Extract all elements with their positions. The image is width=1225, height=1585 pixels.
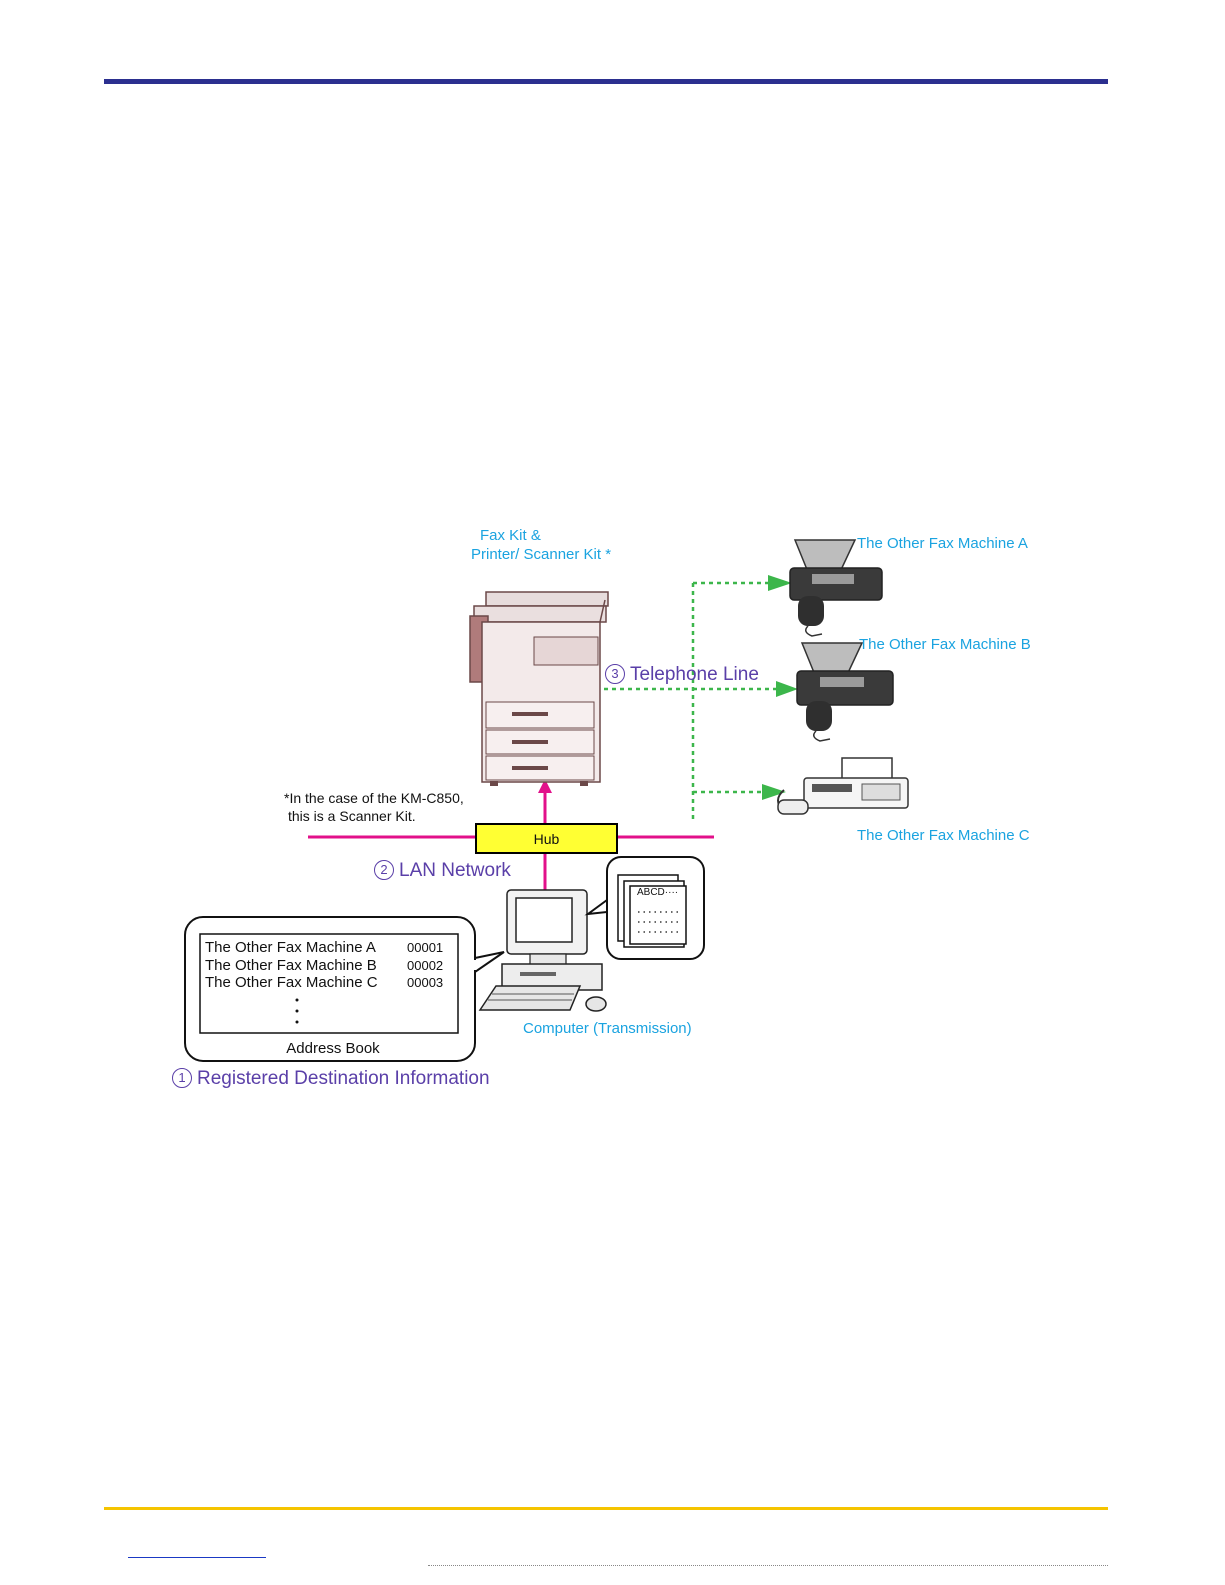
- footnote-line2: this is a Scanner Kit.: [288, 808, 416, 824]
- arrow-fax-b: [776, 681, 798, 697]
- computer-illustration: [478, 889, 607, 1012]
- header-rule: [104, 79, 1108, 84]
- mfp-label-line2: Printer/ Scanner Kit *: [471, 546, 612, 563]
- step3-text: Telephone Line: [630, 664, 759, 685]
- address-entry-number: 00001: [407, 940, 444, 955]
- step1-number: 1: [172, 1068, 192, 1088]
- computer-label: Computer (Transmission): [523, 1020, 692, 1037]
- address-entry-name: The Other Fax Machine C: [205, 974, 378, 991]
- fax-b-label: The Other Fax Machine B: [859, 636, 1031, 653]
- step2-text: LAN Network: [399, 860, 511, 881]
- address-book-table: [199, 933, 459, 1034]
- hub-label: Hub: [533, 831, 560, 847]
- step3-number: 3: [605, 664, 625, 684]
- address-entry-number: 00002: [407, 958, 444, 973]
- mfp-illustration: [469, 591, 609, 786]
- telephone-line: [604, 581, 776, 820]
- footnote-line1: *In the case of the KM-C850,: [284, 790, 464, 806]
- footer-rule: [104, 1507, 1108, 1510]
- fax-machine-a-illustration: [789, 539, 883, 637]
- footer-link-underline[interactable]: [128, 1557, 266, 1558]
- address-entry-name: The Other Fax Machine A: [205, 939, 376, 956]
- step1-text: Registered Destination Information: [197, 1068, 490, 1089]
- arrow-fax-a: [768, 575, 792, 591]
- document-text: ABCD····: [637, 887, 679, 898]
- hub-to-mfp-arrowhead: [538, 779, 552, 793]
- address-book-title: Address Book: [286, 1040, 380, 1057]
- fax-c-label: The Other Fax Machine C: [857, 827, 1030, 844]
- fax-machine-b-illustration: [796, 642, 894, 742]
- fax-machine-c-illustration: [777, 757, 909, 815]
- address-entry-number: 00003: [407, 975, 444, 990]
- hub-box: [475, 823, 618, 854]
- arrow-fax-c: [762, 784, 786, 800]
- address-entry-name: The Other Fax Machine B: [205, 957, 377, 974]
- footer-dotted-line: [428, 1565, 1108, 1566]
- step2-number: 2: [374, 860, 394, 880]
- mfp-label-line1: Fax Kit &: [480, 527, 541, 544]
- fax-a-label: The Other Fax Machine A: [857, 535, 1028, 552]
